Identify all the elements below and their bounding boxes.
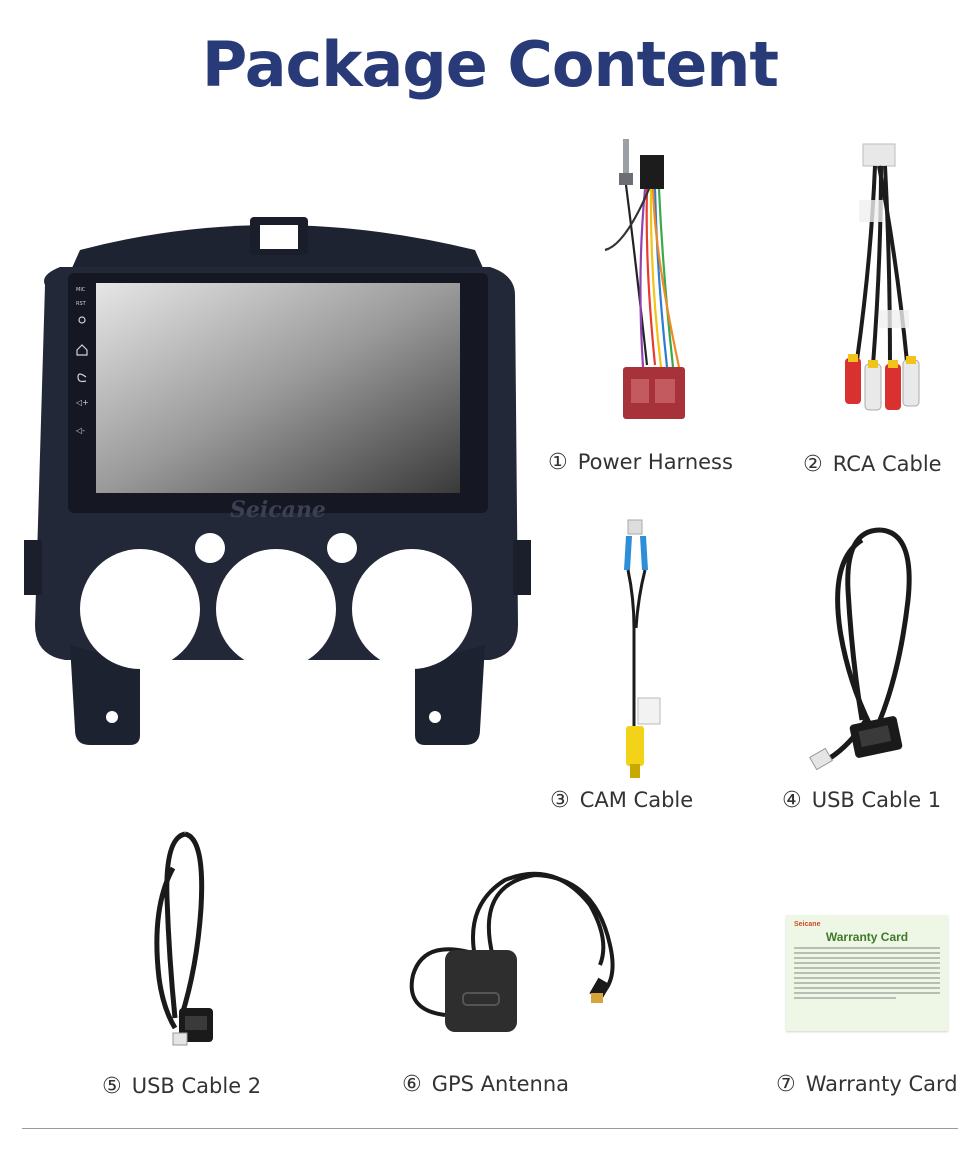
warranty-card-brand: Seicane [794,921,821,928]
bottom-divider [22,1128,958,1129]
svg-text:RST: RST [76,301,87,307]
warranty-card-title: Warranty Card [825,930,909,944]
cam-cable-image [624,519,661,778]
power-harness-image [604,139,685,419]
svg-text:◁-: ◁- [75,426,85,435]
svg-text:MIC: MIC [76,287,86,293]
warranty-card-text [794,947,940,999]
warranty-card-image: Seicane Warranty Card [786,915,948,1031]
head-unit-image: MIC RST ◁+ ◁- Seicane [24,217,531,745]
usb-cable-1-image [809,527,912,771]
usb-cable-2-image [154,831,213,1046]
page-title: Package Content [201,28,779,101]
device-brand-logo: Seicane [230,497,326,523]
svg-text:◁+: ◁+ [75,398,89,407]
gps-antenna-image [409,871,615,1032]
rca-cable-image [845,143,920,411]
